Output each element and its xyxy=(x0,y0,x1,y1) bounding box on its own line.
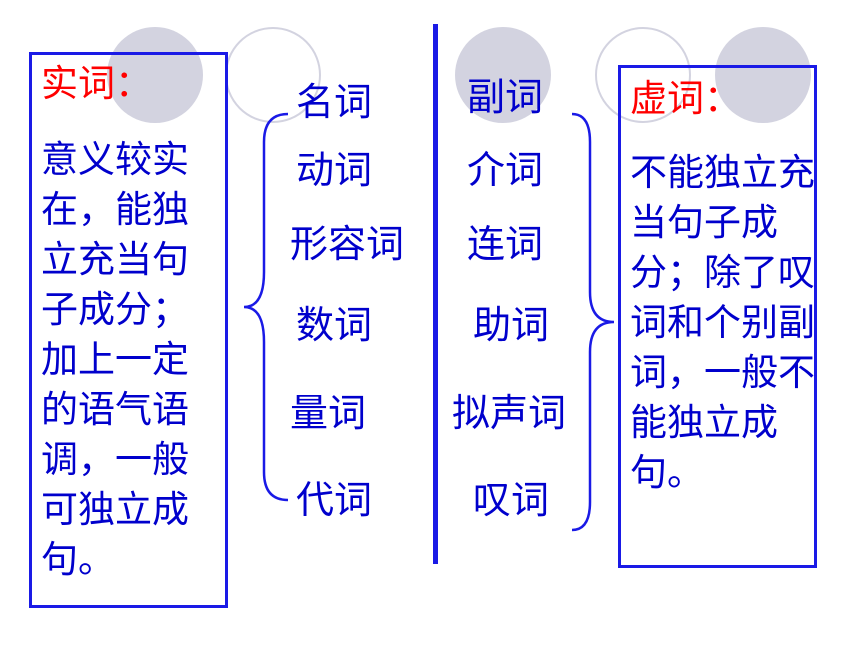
content-words-box: 实词： 意义较实在，能独立充当句子成分；加上一定的语气语调，一般可独立成句。 xyxy=(29,52,228,608)
content-word-item: 代词 xyxy=(296,478,373,522)
content-word-item: 动词 xyxy=(296,148,373,192)
content-word-item: 量词 xyxy=(290,391,367,435)
decorative-circle xyxy=(715,27,811,123)
function-words-description: 不能独立充当句子成分；除了叹词和个别副词，一般不能独立成句。 xyxy=(630,151,815,494)
decorative-circle xyxy=(595,27,691,123)
function-word-item: 拟声词 xyxy=(452,391,567,435)
content-words-description: 意义较实在，能独立充当句子成分；加上一定的语气语调，一般可独立成句。 xyxy=(41,138,189,581)
left-brace xyxy=(243,112,289,502)
function-words-title: 虚词： xyxy=(630,77,741,120)
function-word-item: 连词 xyxy=(467,222,544,266)
function-word-item: 介词 xyxy=(467,148,544,192)
right-brace xyxy=(571,112,615,532)
function-word-item: 助词 xyxy=(473,303,550,347)
content-word-item: 数词 xyxy=(296,303,373,347)
decorative-circle xyxy=(107,27,203,123)
content-word-item: 名词 xyxy=(296,80,373,124)
function-word-item: 叹词 xyxy=(473,478,550,522)
content-words-title: 实词： xyxy=(41,62,152,105)
function-words-box: 虚词： 不能独立充当句子成分；除了叹词和个别副词，一般不能独立成句。 xyxy=(618,65,817,568)
decorative-circle xyxy=(455,27,551,123)
column-divider xyxy=(433,24,438,564)
function-word-item: 副词 xyxy=(467,75,544,119)
content-word-item: 形容词 xyxy=(290,222,405,266)
